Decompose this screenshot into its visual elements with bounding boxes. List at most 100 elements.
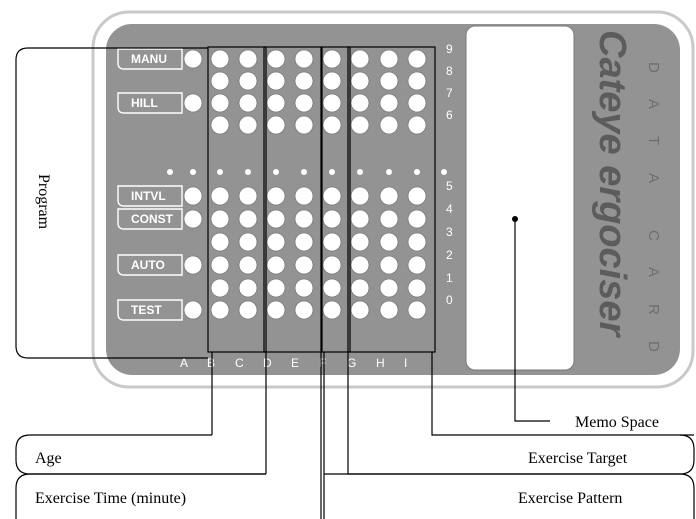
row-label: 2 xyxy=(446,248,453,262)
matrix-dot xyxy=(407,278,427,298)
matrix-dot xyxy=(210,186,230,206)
exercise-pattern-box xyxy=(324,473,695,519)
column-label: A xyxy=(180,356,188,370)
program-button-dot xyxy=(183,49,203,69)
column-label: E xyxy=(291,356,299,370)
matrix-dot xyxy=(379,209,399,229)
row-label: 9 xyxy=(446,42,453,56)
program-label-text: INTVL xyxy=(131,189,166,203)
matrix-dot xyxy=(294,278,314,298)
exercise-target-line xyxy=(431,352,694,436)
matrix-dot xyxy=(379,278,399,298)
column-label: C xyxy=(235,356,244,370)
matrix-dot xyxy=(266,278,286,298)
matrix-dot xyxy=(294,209,314,229)
separator-dot xyxy=(386,169,392,175)
matrix-dot xyxy=(238,209,258,229)
row-label: 0 xyxy=(446,293,453,307)
matrix-dot xyxy=(210,93,230,113)
matrix-dot xyxy=(379,93,399,113)
matrix-dot xyxy=(322,255,342,275)
matrix-dot xyxy=(407,255,427,275)
matrix-dot xyxy=(350,49,370,69)
memo-pointer-line xyxy=(514,219,550,422)
matrix-dot xyxy=(350,278,370,298)
matrix-dot xyxy=(322,186,342,206)
matrix-dot xyxy=(407,300,427,320)
matrix-dot xyxy=(294,49,314,69)
exercise-time-box xyxy=(15,473,266,519)
matrix-dot xyxy=(238,49,258,69)
separator-dot xyxy=(357,169,363,175)
matrix-dot xyxy=(210,255,230,275)
exercise-time-label: Exercise Time (minute) xyxy=(35,490,186,507)
matrix-dot xyxy=(379,232,399,252)
program-tab-const: CONST xyxy=(117,208,183,230)
memo-space-label: Memo Space xyxy=(575,414,659,431)
matrix-dot xyxy=(210,300,230,320)
separator-dot xyxy=(441,169,447,175)
matrix-dot xyxy=(350,209,370,229)
separator-dot xyxy=(217,169,223,175)
matrix-dot xyxy=(379,115,399,135)
program-label-text: MANU xyxy=(131,52,167,66)
matrix-dot xyxy=(238,232,258,252)
matrix-dot xyxy=(407,209,427,229)
column-label: F xyxy=(319,356,326,370)
row-label: 1 xyxy=(446,271,453,285)
separator-dot xyxy=(273,169,279,175)
row-label: 6 xyxy=(446,108,453,122)
matrix-dot xyxy=(238,278,258,298)
matrix-dot xyxy=(210,209,230,229)
dot-matrix xyxy=(183,49,427,320)
program-button-dot xyxy=(183,300,203,320)
matrix-dot xyxy=(266,49,286,69)
column-label: H xyxy=(376,356,385,370)
row-label: 7 xyxy=(446,86,453,100)
matrix-dot xyxy=(238,255,258,275)
frame-age xyxy=(207,46,267,353)
exercise-target-label: Exercise Target xyxy=(528,450,628,467)
matrix-dot xyxy=(379,71,399,91)
data-card-letter: A xyxy=(645,267,662,277)
matrix-dot xyxy=(210,115,230,135)
matrix-dot xyxy=(407,71,427,91)
program-label-text: HILL xyxy=(131,96,158,110)
program-tab-intvl: INTVL xyxy=(117,185,183,207)
separator-dot xyxy=(329,169,335,175)
matrix-dot xyxy=(238,115,258,135)
matrix-dot xyxy=(266,186,286,206)
program-button-dot xyxy=(183,93,203,113)
matrix-dot xyxy=(238,186,258,206)
program-tab-hill: HILL xyxy=(117,92,183,114)
program-bracket xyxy=(15,47,208,359)
matrix-dot xyxy=(238,71,258,91)
matrix-dot xyxy=(238,93,258,113)
frame-exercise-time xyxy=(263,46,322,353)
matrix-dot xyxy=(379,186,399,206)
program-button-dot xyxy=(183,186,203,206)
matrix-dot xyxy=(322,209,342,229)
column-frames xyxy=(207,46,436,353)
matrix-dot xyxy=(322,300,342,320)
matrix-dot xyxy=(210,232,230,252)
matrix-dot xyxy=(322,71,342,91)
matrix-dot xyxy=(322,115,342,135)
separator-dot xyxy=(414,169,420,175)
matrix-dot xyxy=(294,93,314,113)
matrix-dot xyxy=(322,49,342,69)
program-label-text: AUTO xyxy=(131,258,165,272)
matrix-dot xyxy=(266,115,286,135)
program-label: Program xyxy=(35,174,52,230)
matrix-dot xyxy=(210,71,230,91)
matrix-dot xyxy=(350,300,370,320)
column-label: B xyxy=(207,356,215,370)
row-label: 4 xyxy=(446,202,453,216)
data-card-letter: C xyxy=(645,230,662,241)
matrix-dot xyxy=(210,278,230,298)
matrix-dot xyxy=(266,255,286,275)
